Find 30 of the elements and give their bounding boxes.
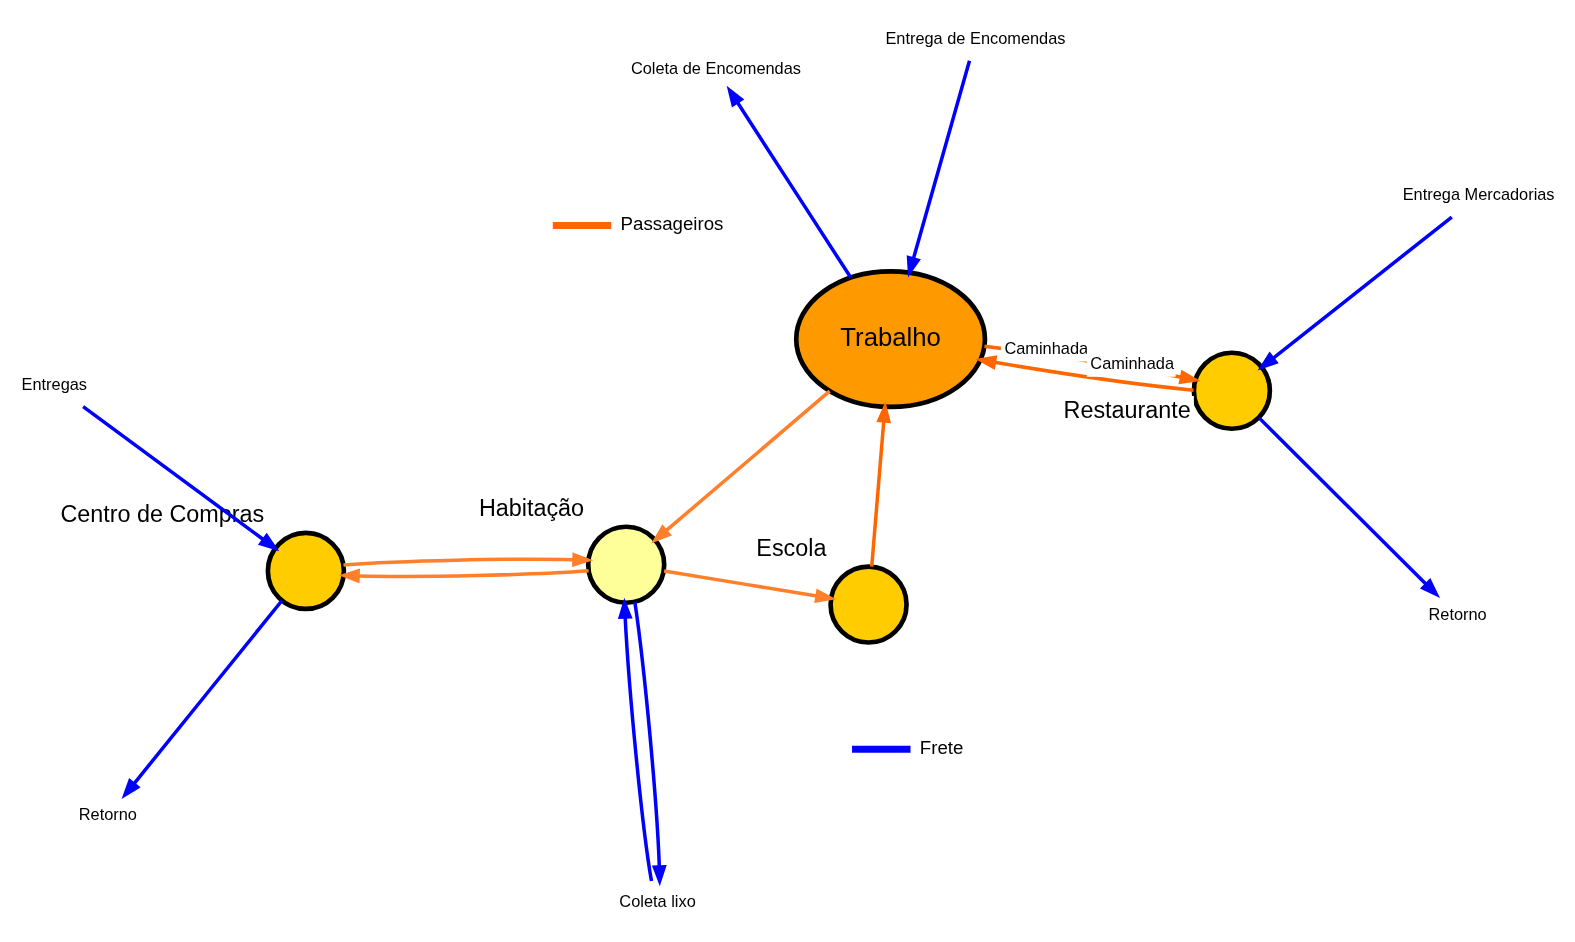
node-text: Entregas — [21, 374, 88, 393]
arrow — [869, 401, 892, 567]
node-text: Coleta de Encomendas — [630, 58, 801, 77]
legend-label: Passageiros — [620, 212, 724, 234]
arrow — [1257, 215, 1453, 371]
edge-label: Caminhada — [1090, 354, 1174, 373]
arrow — [617, 597, 654, 882]
arrow — [633, 601, 667, 887]
node-ellipse: Trabalho — [793, 269, 988, 410]
node-text: Entrega Mercadorias — [1402, 185, 1555, 204]
arrow — [975, 355, 1194, 392]
node-circle — [585, 524, 667, 606]
legend-label: Frete — [919, 736, 964, 758]
arrow — [82, 405, 280, 552]
arrow — [121, 599, 284, 800]
node-text: Coleta lixo — [619, 891, 696, 910]
node-circle — [265, 530, 347, 612]
arrow — [343, 552, 594, 568]
node-circle — [828, 564, 909, 645]
node-text: Retorno — [1428, 604, 1487, 623]
node-label: Escola — [756, 535, 827, 562]
arrow — [726, 85, 853, 279]
node-text: Entrega de Encomendas — [885, 29, 1066, 48]
arrow — [1257, 416, 1441, 599]
node-text: Retorno — [78, 805, 137, 824]
arrow — [651, 389, 831, 544]
arrow — [338, 568, 589, 584]
arrow — [906, 60, 972, 278]
arrow — [663, 569, 837, 604]
node-label: Habitação — [478, 495, 585, 522]
